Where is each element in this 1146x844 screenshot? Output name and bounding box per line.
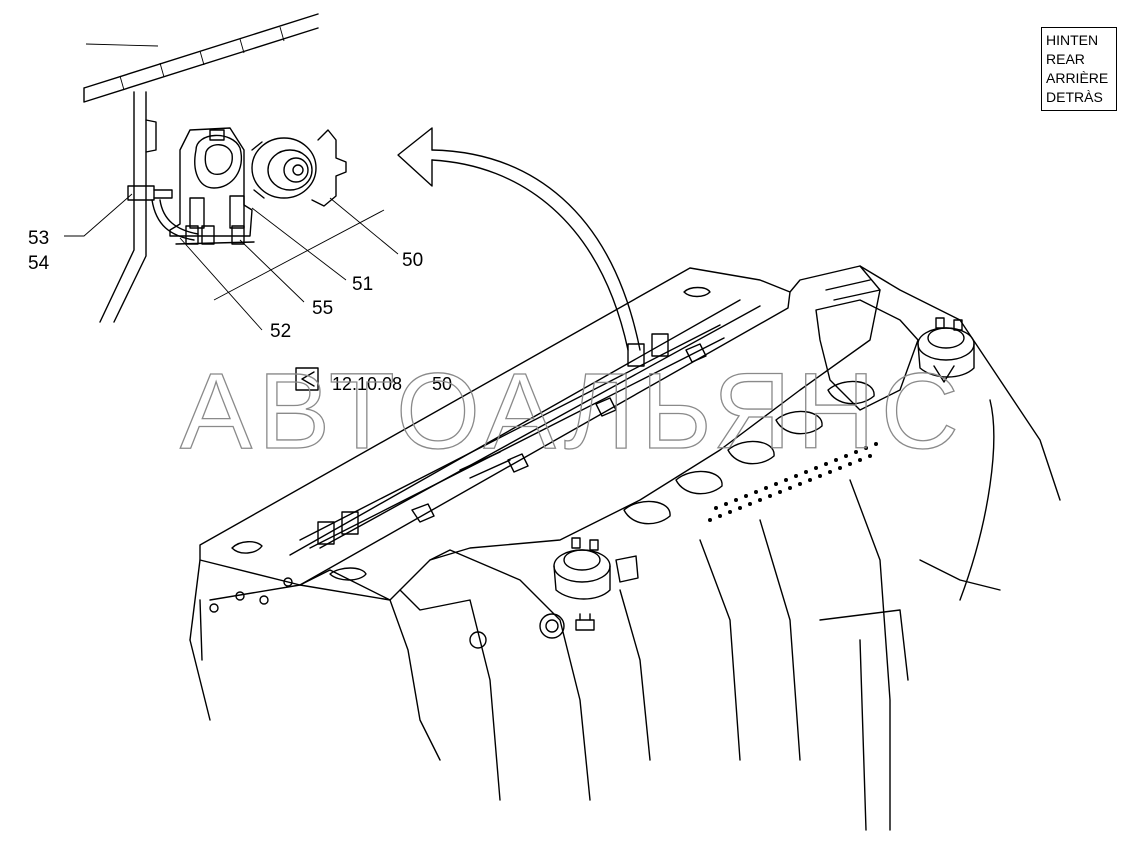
- view-arrow-icon: [295, 367, 319, 391]
- beacon-right: [917, 317, 975, 383]
- watermark: АВТОАЛЬЯНС: [180, 350, 965, 471]
- callout-50: 50: [402, 250, 423, 271]
- direction-en: REAR: [1046, 51, 1085, 67]
- direction-es: DETRÀS: [1046, 89, 1103, 105]
- detail-view: [64, 13, 399, 331]
- reference-code: 12.10.08: [332, 374, 402, 394]
- vent-grille: [708, 442, 878, 522]
- view-reference: 12.10.08 50: [295, 367, 452, 394]
- callout-54: 54: [28, 253, 50, 274]
- callout-53: 53: [28, 228, 49, 249]
- rear-direction-label: HINTEN REAR ARRIÈRE DETRÀS: [1041, 27, 1117, 111]
- callout-51: 51: [352, 274, 373, 295]
- washer-nozzle: [251, 129, 347, 207]
- reference-item: 50: [432, 374, 452, 394]
- callout-55: 55: [312, 298, 333, 319]
- direction-de: HINTEN: [1046, 32, 1099, 48]
- detail-pointer-arrow: [397, 127, 641, 351]
- beacon-left: [553, 537, 639, 600]
- cab-roof-assembly: [189, 265, 1061, 831]
- direction-fr: ARRIÈRE: [1046, 70, 1109, 86]
- callout-52: 52: [270, 321, 291, 342]
